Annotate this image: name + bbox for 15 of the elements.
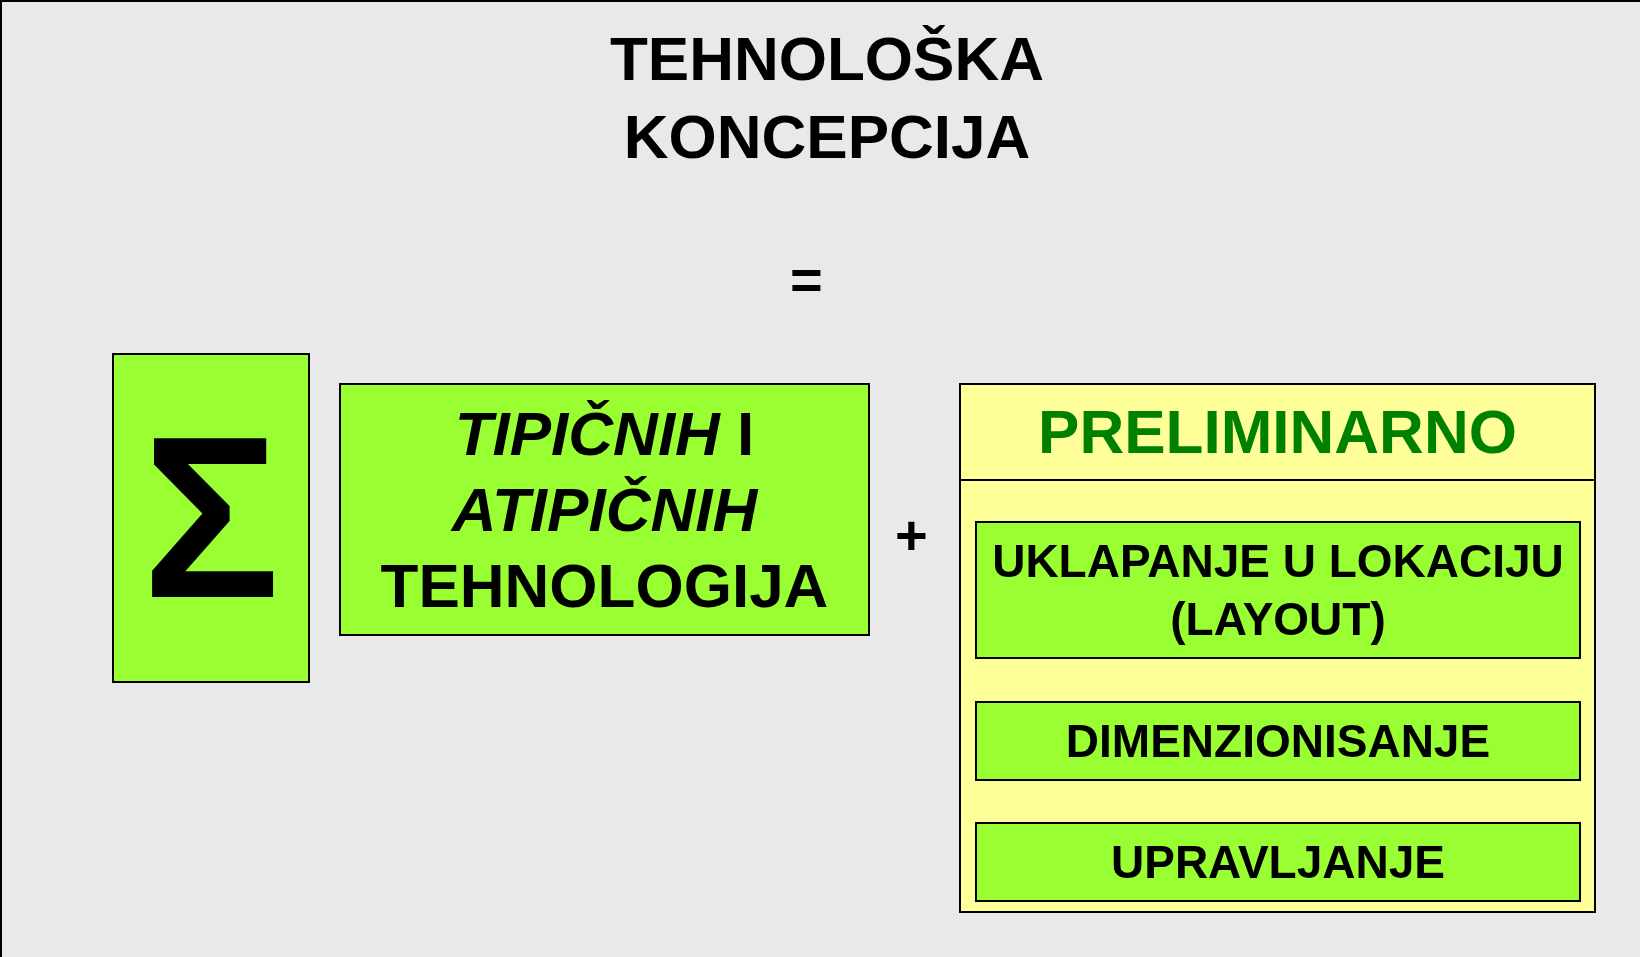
- box-text: UPRAVLJANJE: [1111, 835, 1445, 890]
- box-text: UKLAPANJE U LOKACIJU (LAYOUT): [991, 534, 1565, 647]
- operator-symbol: +: [895, 507, 928, 563]
- process-box: [112, 353, 310, 683]
- process-box: [975, 521, 1581, 659]
- process-box: [975, 701, 1581, 781]
- container-box: [959, 383, 1596, 913]
- title: TEHNOLOŠKA KONCEPCIJA: [609, 23, 1045, 173]
- process-box: [339, 383, 870, 636]
- box-text: Σ: [142, 403, 280, 633]
- process-box: [975, 822, 1581, 902]
- box-text: TIPIČNIH I ATIPIČNIH TEHNOLOGIJA: [379, 397, 830, 622]
- section-heading: PRELIMINARNO: [1038, 397, 1517, 467]
- box-text: DIMENZIONISANJE: [1065, 714, 1491, 769]
- operator-symbol: =: [790, 252, 823, 308]
